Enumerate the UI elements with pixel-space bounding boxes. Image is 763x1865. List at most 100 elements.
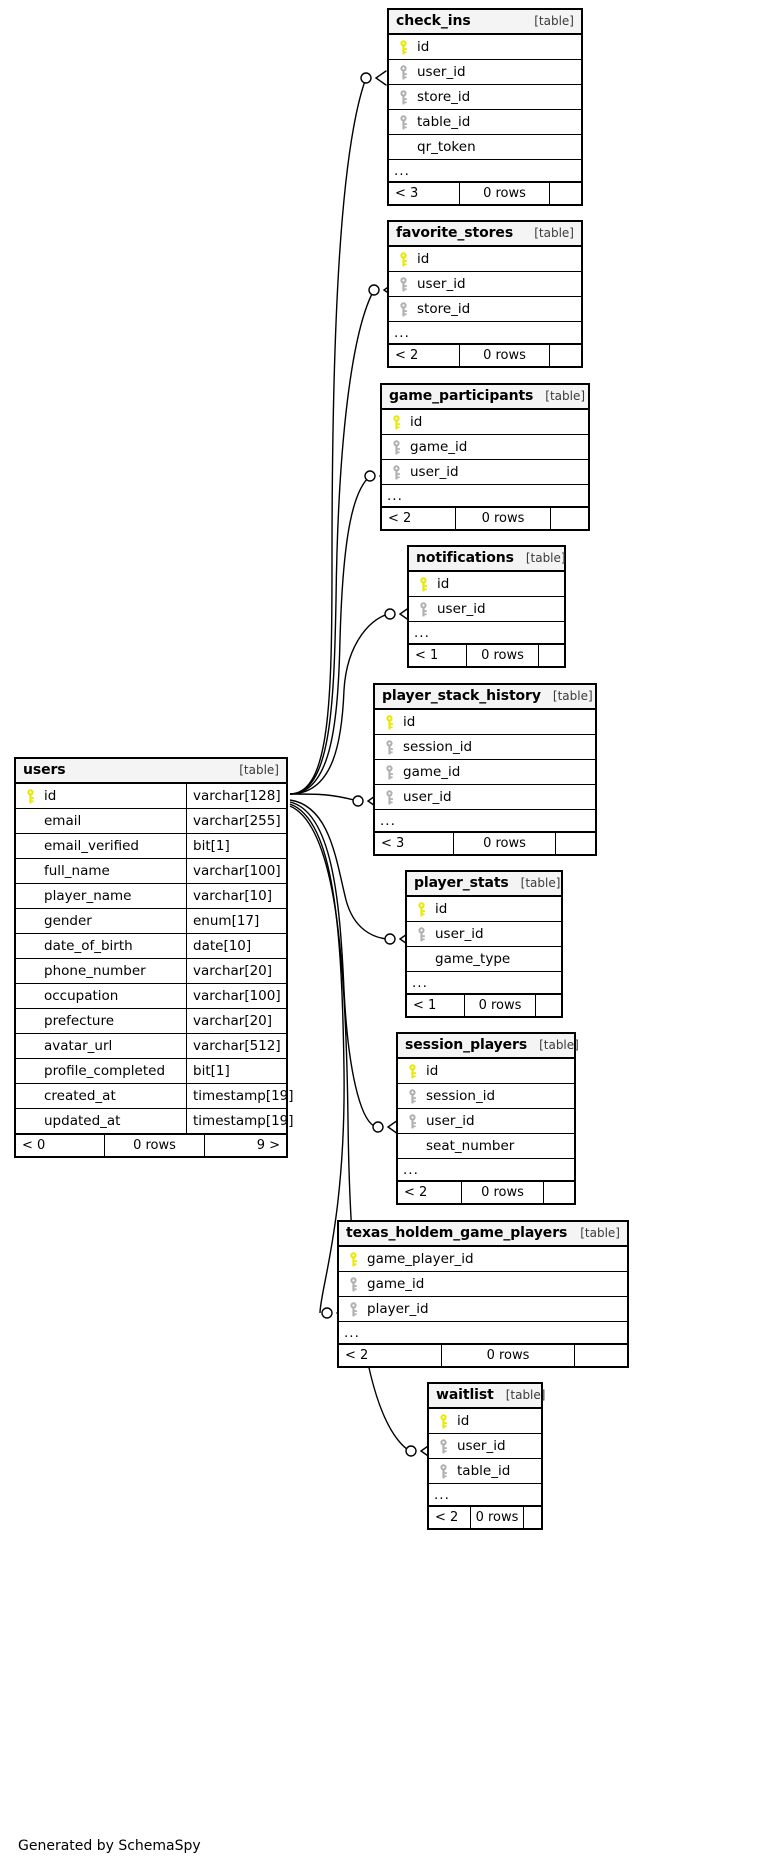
column-label: game_id [367, 1276, 425, 1292]
column-row[interactable]: user_id [407, 922, 561, 947]
column-row[interactable]: user_id [375, 785, 595, 810]
column-row[interactable]: id [407, 897, 561, 922]
column-row[interactable]: user_id [382, 460, 588, 485]
column-row[interactable]: id [398, 1059, 574, 1084]
column-name-cell: player_id [339, 1297, 627, 1321]
column-name-cell: full_name [16, 859, 186, 883]
more-columns-indicator[interactable]: ... [429, 1484, 541, 1506]
column-label: avatar_url [44, 1038, 113, 1054]
table-type-tag-texas_holdem_game_players: [table] [580, 1226, 620, 1240]
column-row[interactable]: seat_number [398, 1134, 574, 1159]
column-row[interactable]: store_id [389, 85, 581, 110]
column-row[interactable]: game_id [375, 760, 595, 785]
more-columns-indicator[interactable]: ... [407, 972, 561, 994]
column-type-cell: timestamp[19] [186, 1084, 294, 1108]
more-columns-indicator[interactable]: ... [339, 1322, 627, 1344]
column-row[interactable]: id [409, 572, 564, 597]
column-row[interactable]: user_id [398, 1109, 574, 1134]
column-row[interactable]: game_type [407, 947, 561, 972]
column-label: id [457, 1413, 470, 1429]
column-label: seat_number [426, 1138, 515, 1154]
column-row[interactable]: user_id [389, 272, 581, 297]
parent-count: < 1 [413, 998, 437, 1013]
more-columns-indicator[interactable]: ... [389, 322, 581, 344]
table-texas_holdem_game_players[interactable]: texas_holdem_game_players [table] game_pla… [337, 1220, 629, 1368]
row-count: 0 rows [464, 995, 535, 1016]
column-row[interactable]: user_id [389, 60, 581, 85]
column-row[interactable]: qr_token [389, 135, 581, 160]
column-name-cell: id [16, 784, 186, 808]
column-type-cell: varchar[100] [186, 859, 286, 883]
primary-key-icon [435, 1413, 451, 1429]
primary-key-icon [395, 251, 411, 267]
column-row[interactable]: table_id [389, 110, 581, 135]
more-columns-indicator[interactable]: ... [375, 810, 595, 832]
table-header-favorite_stores: favorite_stores[table] [389, 222, 581, 247]
column-type-cell: varchar[255] [186, 809, 286, 833]
column-row[interactable]: user_id [409, 597, 564, 622]
column-row[interactable]: full_name varchar[100] [16, 859, 286, 884]
column-row[interactable]: id [429, 1409, 541, 1434]
column-row[interactable]: id [389, 35, 581, 60]
column-row[interactable]: user_id [429, 1434, 541, 1459]
more-columns-indicator[interactable]: ... [382, 485, 588, 507]
column-row[interactable]: game_id [339, 1272, 627, 1297]
column-label: prefecture [44, 1013, 115, 1029]
parent-count: < 1 [415, 648, 439, 663]
column-name-cell: seat_number [398, 1134, 574, 1158]
column-row[interactable]: store_id [389, 297, 581, 322]
column-name-cell: player_name [16, 884, 186, 908]
column-row[interactable]: game_id [382, 435, 588, 460]
column-row[interactable]: table_id [429, 1459, 541, 1484]
child-count [550, 508, 588, 529]
column-row[interactable]: id [375, 710, 595, 735]
column-row[interactable]: id [382, 410, 588, 435]
table-title-notifications: notifications [416, 550, 514, 566]
column-row[interactable]: id [389, 247, 581, 272]
more-columns-indicator[interactable]: ... [389, 160, 581, 182]
table-title-texas_holdem_game_players: texas_holdem_game_players [346, 1225, 568, 1241]
column-row[interactable]: player_id [339, 1297, 627, 1322]
column-label: user_id [403, 789, 452, 805]
foreign-key-icon [388, 464, 404, 480]
table-header-users: users[table] [16, 759, 286, 784]
table-type-tag-game_participants: [table] [545, 389, 586, 403]
more-columns-indicator[interactable]: ... [398, 1159, 574, 1181]
table-header-waitlist: waitlist[table] [429, 1384, 545, 1409]
table-type-tag-notifications: [table] [525, 551, 566, 565]
more-columns-indicator[interactable]: ... [409, 622, 564, 644]
column-label: full_name [44, 863, 110, 879]
child-count [555, 833, 595, 854]
column-label: qr_token [417, 139, 476, 155]
table-title-favorite_stores: favorite_stores [396, 225, 514, 241]
primary-key-icon [404, 1063, 420, 1079]
column-row[interactable]: game_player_id [339, 1247, 627, 1272]
column-type-cell: bit[1] [186, 834, 286, 858]
column-row[interactable]: session_id [375, 735, 595, 760]
column-row[interactable]: session_id [398, 1084, 574, 1109]
column-label: updated_at [44, 1113, 121, 1129]
column-name-cell: qr_token [389, 135, 581, 159]
